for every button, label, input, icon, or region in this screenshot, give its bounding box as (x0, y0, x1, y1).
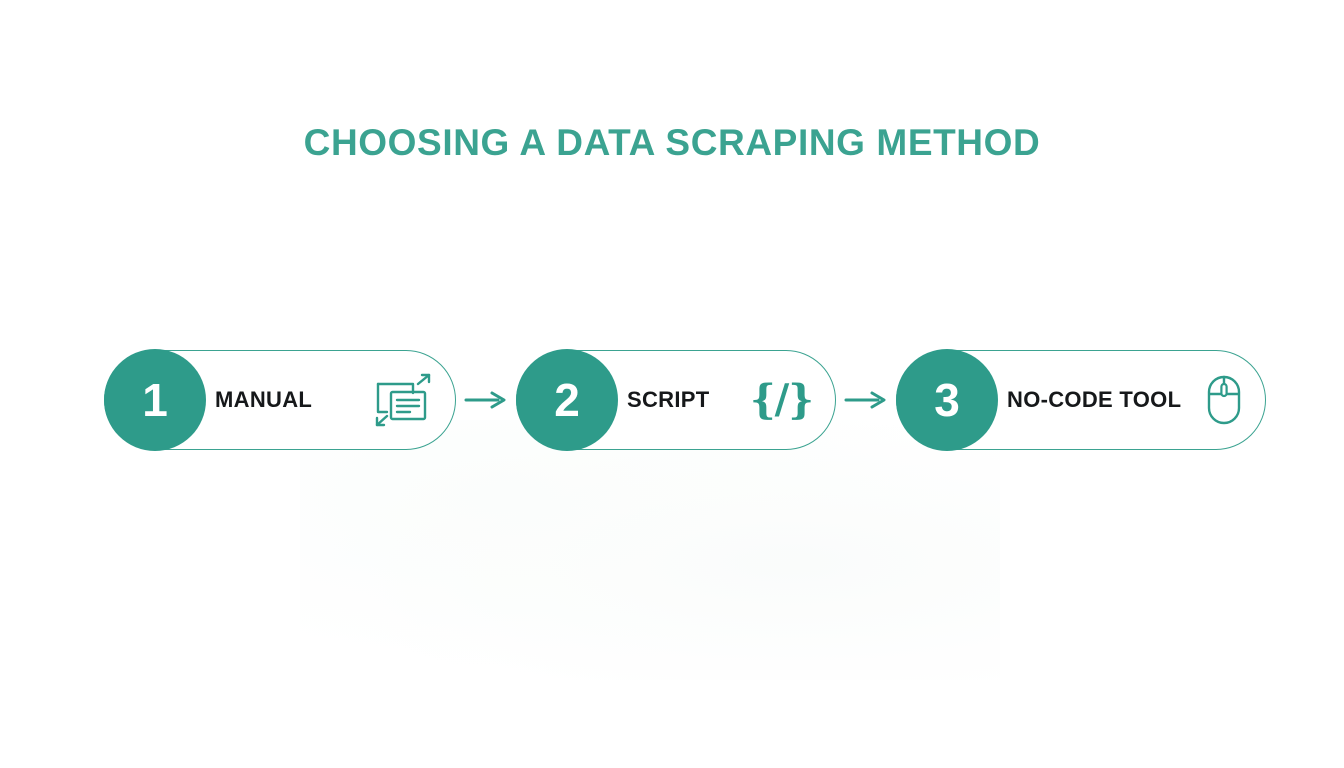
process-flow: MANUAL (104, 340, 1284, 460)
page-title: CHOOSING A DATA SCRAPING METHOD (303, 122, 1041, 163)
computer-mouse-icon (1205, 373, 1243, 427)
step-number-badge: 2 (516, 349, 618, 451)
flow-step-manual[interactable]: MANUAL (104, 345, 456, 455)
step-label: MANUAL (215, 387, 313, 412)
step-number-badge: 1 (104, 349, 206, 451)
step-label: SCRIPT (627, 387, 710, 412)
code-brackets-icon: {/} (749, 376, 814, 423)
step-label: NO-CODE TOOL (1007, 387, 1182, 412)
flow-step-no-code-tool[interactable]: NO-CODE TOOL 3 (896, 345, 1266, 455)
code-brackets-glyph: {/} (749, 376, 814, 423)
flow-arrow-1 (456, 388, 516, 412)
copy-paste-documents-icon (373, 371, 433, 429)
step-number-badge: 3 (896, 349, 998, 451)
flow-arrow-2 (836, 388, 896, 412)
flow-step-script[interactable]: SCRIPT {/} 2 (516, 345, 836, 455)
